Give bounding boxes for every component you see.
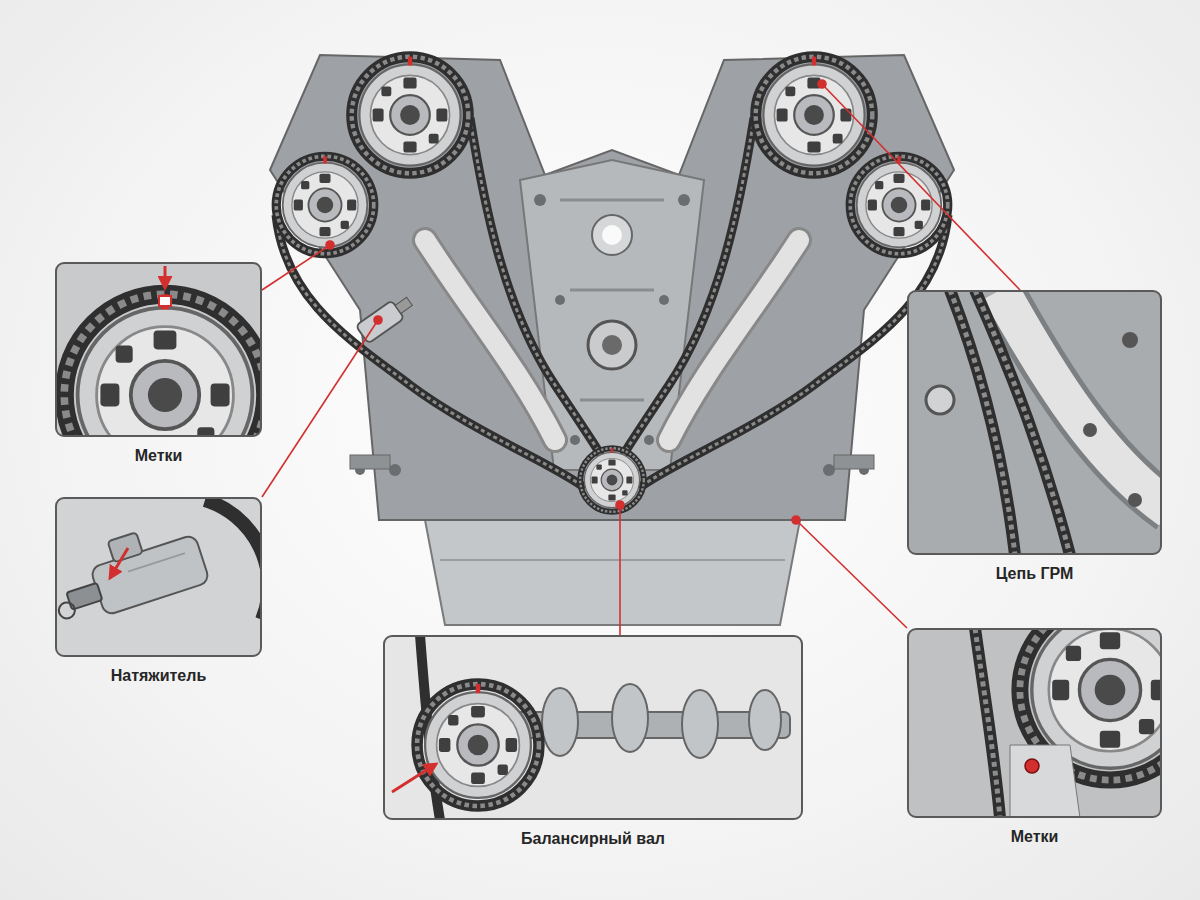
inset-panel: Цепь ГРМ <box>907 290 1162 583</box>
inset-picture <box>1128 493 1142 507</box>
inset-frame <box>907 290 1162 555</box>
engine-block <box>659 295 669 305</box>
inset-picture <box>56 263 261 436</box>
inset-picture <box>128 553 185 572</box>
inset-picture <box>56 515 210 629</box>
engine-block <box>270 55 954 625</box>
inset-picture <box>57 600 77 620</box>
inset-caption: Метки <box>1007 827 1063 846</box>
inset-frame <box>55 262 262 437</box>
inset-caption: Натяжитель <box>107 666 211 685</box>
leader-line <box>374 316 382 324</box>
engine-block <box>350 455 390 469</box>
engine-block <box>534 194 546 206</box>
engine-block <box>440 559 785 561</box>
inset-panel: Метки <box>55 262 262 465</box>
inset-picture <box>1122 332 1138 348</box>
engine-block <box>389 464 401 476</box>
inset-picture <box>108 532 143 562</box>
engine-block <box>270 55 954 520</box>
tensioner <box>395 297 412 313</box>
engine-block <box>560 200 664 400</box>
inset-picture <box>384 636 802 819</box>
inset-picture <box>64 294 261 436</box>
inset-picture <box>950 291 1070 554</box>
cam-sprocket <box>352 57 469 174</box>
timing-chain <box>470 118 600 455</box>
leader-line <box>619 505 621 635</box>
cam-sprocket <box>580 448 644 512</box>
leader-line <box>326 241 334 249</box>
inset-picture <box>417 684 539 806</box>
timing-chain <box>276 118 948 488</box>
inset-picture <box>682 690 718 758</box>
engine-block <box>555 295 565 305</box>
inset-picture <box>90 534 210 616</box>
inset-frame <box>55 497 262 657</box>
leader-line <box>262 245 330 290</box>
inset-picture <box>612 684 648 752</box>
inset-picture <box>384 636 802 819</box>
inset-panel: Метки <box>907 628 1162 846</box>
leader-line <box>818 80 826 88</box>
inset-caption: Метки <box>131 446 187 465</box>
cam-sprocket <box>276 156 374 254</box>
inset-picture <box>975 629 1000 817</box>
engine-block <box>602 335 622 355</box>
engine-block <box>644 435 654 445</box>
inset-picture <box>975 629 1000 817</box>
engine-block <box>823 464 835 476</box>
leader-line <box>796 520 907 628</box>
inset-picture <box>205 500 261 620</box>
inset-frame <box>907 628 1162 818</box>
cam-sprocket <box>850 156 948 254</box>
engine-block <box>834 455 874 469</box>
inset-picture <box>908 629 1161 817</box>
inset-panel: Балансирный вал <box>383 635 803 848</box>
leader-line <box>616 501 624 509</box>
inset-picture <box>1025 759 1039 773</box>
engine-block <box>570 435 580 445</box>
inset-picture <box>950 291 1070 554</box>
chain-guide <box>425 240 799 440</box>
leader-line <box>822 84 1020 290</box>
inset-picture <box>56 498 261 656</box>
cam-sprocket <box>756 57 873 174</box>
engine-block <box>588 321 636 369</box>
timing-chain <box>276 118 948 488</box>
inset-picture <box>542 688 578 756</box>
inset-caption: Цепь ГРМ <box>992 564 1078 583</box>
inset-caption: Балансирный вал <box>517 829 669 848</box>
inset-picture <box>392 764 436 792</box>
engine-block <box>355 194 869 476</box>
engine-block <box>425 520 800 625</box>
leader-line <box>262 320 378 497</box>
inset-picture <box>749 690 781 750</box>
engine-block <box>602 225 622 245</box>
engine-block <box>592 215 632 255</box>
inset-picture <box>908 291 1161 554</box>
inset-picture <box>66 583 102 610</box>
tensioner <box>356 292 416 343</box>
leader-line <box>792 516 800 524</box>
inset-picture <box>56 498 261 656</box>
inset-picture <box>164 266 167 288</box>
inset-picture <box>159 296 171 306</box>
inset-picture <box>110 548 128 578</box>
inset-picture <box>926 386 954 414</box>
inset-picture <box>1083 423 1097 437</box>
cam-sprocket <box>276 57 948 512</box>
timing-chain <box>624 118 754 455</box>
inset-panel: Натяжитель <box>55 497 262 685</box>
inset-frame <box>383 635 803 820</box>
inset-picture <box>1010 745 1080 817</box>
engine-block <box>678 194 690 206</box>
